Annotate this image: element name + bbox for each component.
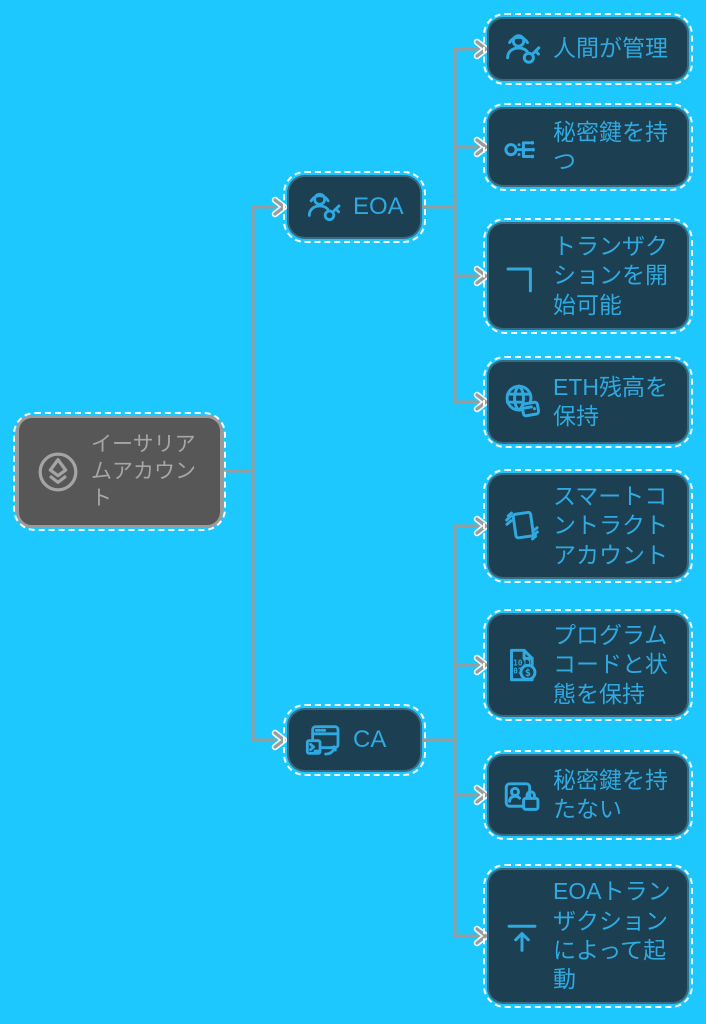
node-label: イーサリア ムアカウン ト [91,432,196,511]
node-ethereum-account[interactable]: イーサリア ムアカウン ト [13,412,226,531]
terminal-window-icon [303,720,343,760]
node-label: EOAトラン ザクション によって起 動 [553,878,671,993]
node-label: スマートコ ントラクト アカウント [553,482,668,568]
node-label: EOA [353,192,404,220]
badge-lock-icon [501,774,543,816]
node-program-code-state[interactable]: 1011 01 $ プログラム コードと状 態を保持 [483,609,693,721]
node-no-private-key[interactable]: 秘密鍵を持 たない [483,750,693,840]
ethereum-icon [35,449,81,495]
svg-text:$: $ [525,667,531,679]
node-label: CA [353,725,387,753]
node-smart-contract-account[interactable]: スマートコ ントラクト アカウント [483,469,693,583]
upload-arrow-icon [501,915,543,957]
node-initiate-transactions[interactable]: トランザク ションを開 始可能 [483,218,693,334]
globe-wallet-icon [501,381,543,423]
digital-key-icon [501,126,543,168]
node-label: トランザク ションを開 始可能 [553,232,668,318]
svg-text:1011: 1011 [513,659,532,668]
contract-hands-icon [501,505,543,547]
node-eoa-triggered[interactable]: EOAトラン ザクション によって起 動 [483,864,693,1008]
node-human-managed[interactable]: 人間が管理 [483,13,693,85]
node-label: 人間が管理 [553,35,668,62]
node-label: 秘密鍵を持 たない [553,766,668,822]
node-ca[interactable]: CA [283,704,426,776]
node-label: ETH残高を 保持 [553,373,668,429]
user-key-icon [501,28,543,70]
node-label: 秘密鍵を持 つ [553,118,668,174]
node-eoa[interactable]: EOA [283,171,426,243]
node-label: プログラム コードと状 態を保持 [553,621,668,707]
svg-text:01: 01 [513,666,523,675]
corner-arrow-icon [501,255,543,297]
node-has-private-key[interactable]: 秘密鍵を持 つ [483,103,693,191]
user-key-icon [303,187,343,227]
node-eth-balance[interactable]: ETH残高を 保持 [483,356,693,448]
code-file-dollar-icon: 1011 01 $ [501,644,543,686]
